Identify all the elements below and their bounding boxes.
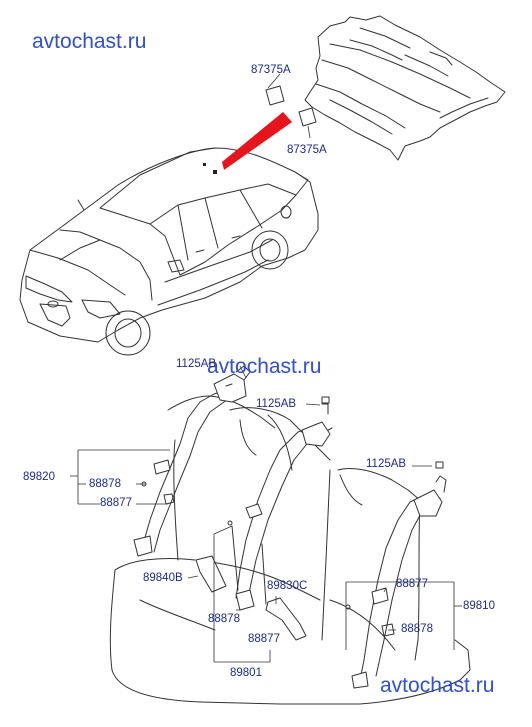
callout-89810: 89810 [463, 600, 495, 612]
callout-88878-mid: 88878 [208, 613, 240, 625]
watermark-middle: avtochast.ru [207, 355, 322, 378]
rear-seat [109, 395, 471, 705]
watermark-top: avtochast.ru [32, 30, 147, 53]
pad-upper [265, 85, 285, 106]
callout-87375a-top: 87375A [251, 64, 291, 76]
belt-left [133, 365, 251, 557]
package-tray-panel [304, 15, 506, 161]
callout-1125ab-center: 1125AB [256, 398, 297, 410]
callout-89801: 89801 [230, 667, 262, 679]
callout-88877-mid: 88877 [248, 633, 280, 645]
callout-89830c: 89830C [267, 580, 308, 592]
callout-1125ab-right: 1125AB [366, 458, 407, 470]
belt-center [195, 396, 333, 641]
callout-88877-right: 88877 [396, 578, 428, 590]
callout-88878-left: 88878 [89, 478, 121, 490]
callout-87375a-bottom: 87375A [287, 144, 327, 156]
leader-lines [70, 73, 462, 663]
pad-lower [298, 107, 317, 127]
belt-right [345, 461, 447, 689]
callout-88878-right: 88878 [401, 623, 433, 635]
callout-88877-left: 88877 [100, 497, 132, 509]
callout-89840b: 89840B [143, 572, 183, 584]
car-outline [19, 147, 319, 356]
watermark-bottom: avtochast.ru [380, 674, 495, 697]
callout-1125ab-left: 1125AB [176, 358, 217, 370]
callout-89820: 89820 [23, 471, 55, 483]
highlight-wedge [222, 112, 292, 170]
